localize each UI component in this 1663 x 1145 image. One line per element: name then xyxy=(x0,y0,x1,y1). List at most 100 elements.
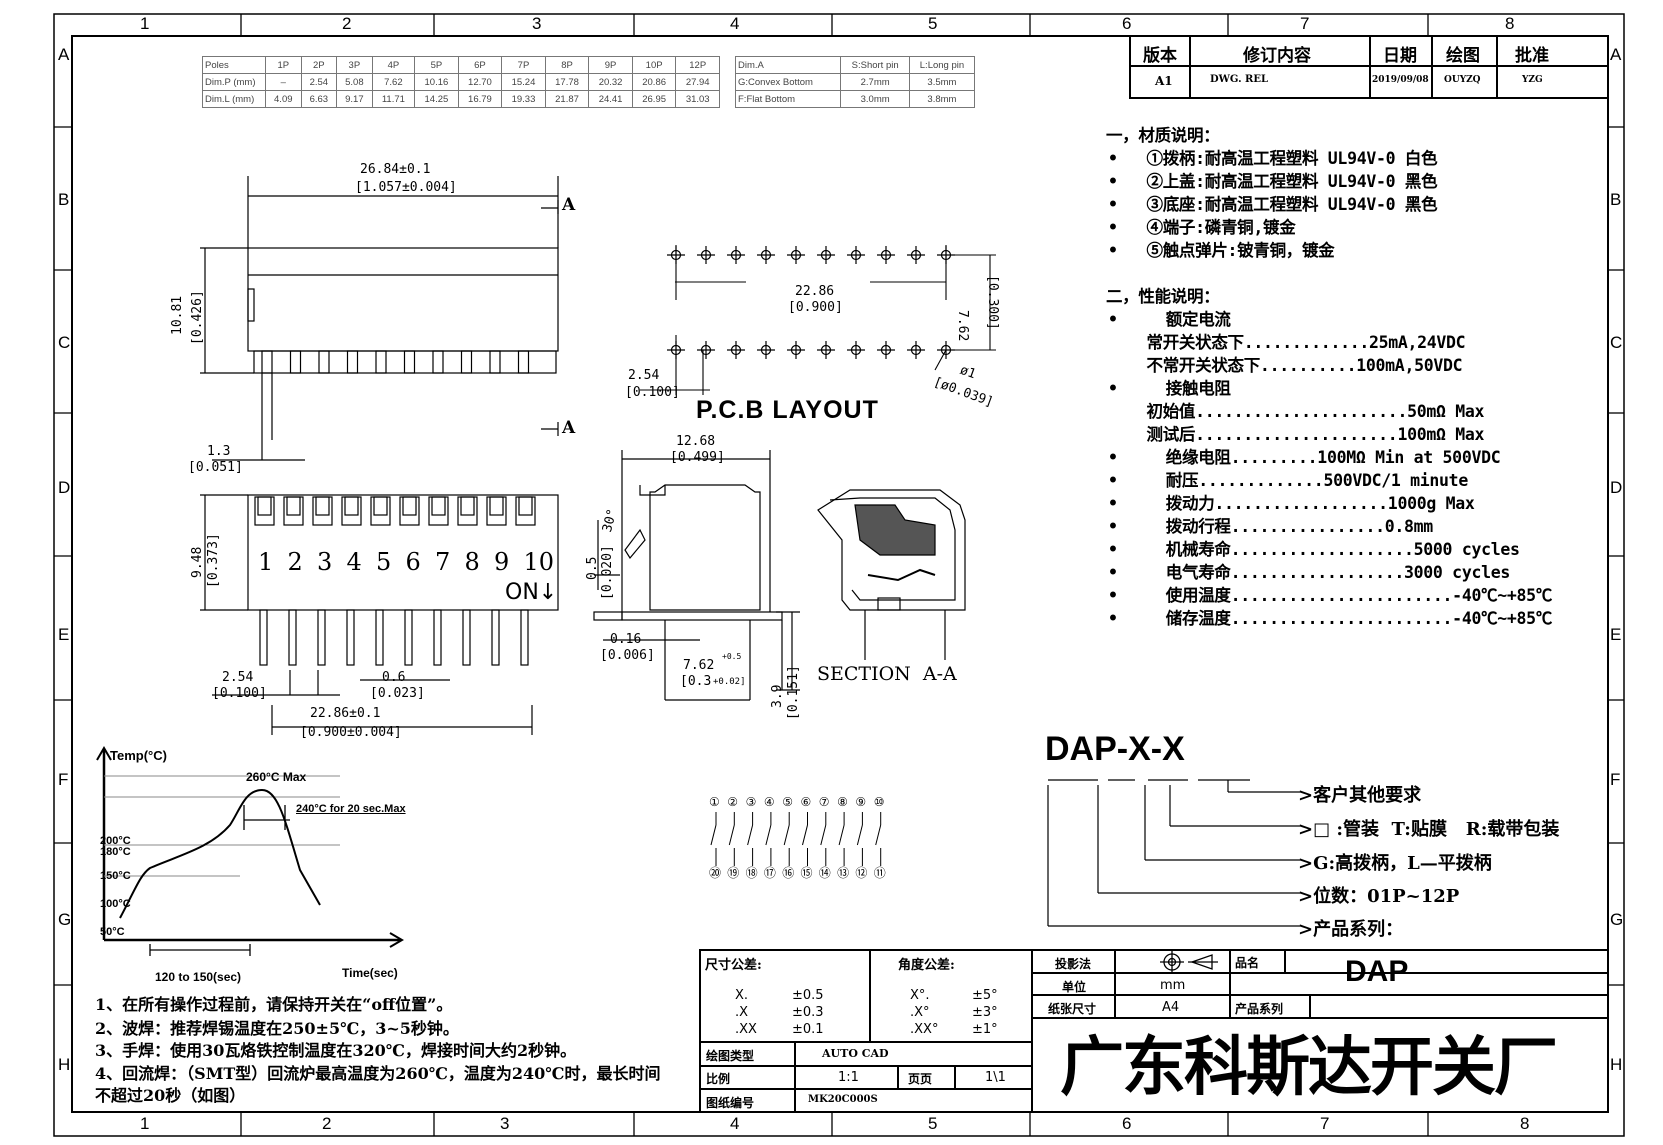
size-tol-x2: .XX xyxy=(735,1022,757,1037)
performance-item: 初始值......................50mΩ Max xyxy=(1108,402,1485,421)
top-pitch-dim-in: [0.100] xyxy=(212,686,267,701)
rev-header-drawn: 绘图 xyxy=(1446,46,1480,66)
company-name: 广东科斯达开关厂 xyxy=(1060,1031,1558,1105)
unit-value: mm xyxy=(1160,978,1186,993)
switch-contact xyxy=(802,824,808,846)
rev-date: 2019/09/08 xyxy=(1372,75,1429,85)
front-view-outline xyxy=(200,176,559,461)
angle-tol-x1: .X° xyxy=(910,1005,930,1020)
table-cell: 6.63 xyxy=(300,90,338,108)
table-cell: 10P xyxy=(631,56,677,74)
side-row-dim: 7.62 xyxy=(683,658,715,673)
performance-item: • 拨动行程................0.8mm xyxy=(1108,517,1433,536)
zone-row-e-right: E xyxy=(1610,625,1622,644)
performance-item: • 绝缘电阻.........100MΩ Min at 500VDC xyxy=(1108,448,1501,467)
schematic-pin-bottom: ⑰ xyxy=(763,866,776,880)
projection-symbol xyxy=(1160,951,1218,973)
zone-row-c-left: C xyxy=(58,333,71,352)
table-cell: 26.95 xyxy=(631,90,677,108)
actuator-handle xyxy=(373,496,388,516)
front-height-dim-in: [0.426] xyxy=(190,290,205,345)
pn-opt-series-text: 产品系列： xyxy=(1313,919,1404,940)
side-width-dim-in: [0.499] xyxy=(670,450,725,465)
reflow-level-180: 180°C xyxy=(100,846,131,858)
side-pin-thickness-dim: 0.16 xyxy=(610,632,642,647)
front-pin-body xyxy=(489,350,501,374)
top-pin xyxy=(259,609,268,666)
side-pin-length-dim: 3.9 xyxy=(770,684,785,708)
side-width-dim: 12.68 xyxy=(676,434,716,449)
size-tol-x1-val: ±0.3 xyxy=(792,1005,824,1020)
zone-row-h-left: H xyxy=(58,1055,71,1074)
section-mark-bottom: A xyxy=(562,418,576,438)
size-tol-x2-val: ±0.1 xyxy=(792,1022,824,1037)
zone-col-5-bottom: 5 xyxy=(928,1114,938,1133)
zone-col-1-bottom: 1 xyxy=(140,1114,150,1133)
table-cell: Dim.L (mm) xyxy=(202,90,266,108)
zone-row-d-right: D xyxy=(1610,478,1623,497)
note-1: 1、在所有操作过程前，请保持开关在“off位置”。 xyxy=(95,995,453,1014)
front-pin-body xyxy=(261,350,273,374)
actuator-handle xyxy=(286,496,301,516)
switch-contact xyxy=(856,824,863,846)
table-cell: 6P xyxy=(457,56,503,74)
zone-col-5-top: 5 xyxy=(928,14,938,33)
switch-contact xyxy=(783,824,790,846)
top-pin-dim: 0.6 xyxy=(382,670,406,685)
material-item: • ②上盖:耐高温工程塑料 UL94V-0 黑色 xyxy=(1108,172,1438,191)
top-view-outline xyxy=(200,494,559,735)
zone-col-3-bottom: 3 xyxy=(500,1114,510,1133)
zone-row-a-left: A xyxy=(58,45,70,64)
table-cell: – xyxy=(265,73,302,91)
zone-col-4-bottom: 4 xyxy=(730,1114,740,1133)
reflow-level-150: 150°C xyxy=(100,870,131,882)
schematic-pin-top: ⑦ xyxy=(818,795,830,809)
rev-header-approved: 批准 xyxy=(1515,46,1549,66)
top-span-dim: 22.86±0.1 xyxy=(310,706,381,721)
zone-row-e-left: E xyxy=(58,625,70,644)
schematic-pin-top: ⑨ xyxy=(855,795,867,809)
size-tol-x1: .X xyxy=(735,1005,749,1020)
table-cell: 3.5mm xyxy=(908,73,976,91)
switch-contact xyxy=(838,824,845,846)
top-pin xyxy=(433,609,442,666)
schematic-pin-bottom: ⑬ xyxy=(837,866,850,880)
pcb-span-dim-in: [0.900] xyxy=(788,300,843,315)
switch-contact xyxy=(875,824,882,846)
top-pin xyxy=(520,609,529,666)
table-cell: 10.16 xyxy=(414,73,459,91)
table-cell: 8P xyxy=(544,56,590,74)
pcb-layout-title: P.C.B LAYOUT xyxy=(696,396,879,424)
zone-col-2-top: 2 xyxy=(342,14,352,33)
reflow-level-200: 200°C xyxy=(100,835,131,847)
table-cell: 19.33 xyxy=(501,90,546,108)
angle-tol-x: X°. xyxy=(910,988,930,1003)
switch-contact xyxy=(747,824,754,846)
pn-opt-custom: >客户其他要求 xyxy=(1298,785,1422,806)
top-pitch-dim: 2.54 xyxy=(222,670,254,685)
projection-label: 投影法 xyxy=(1055,957,1092,971)
schematic-pin-bottom: ⑯ xyxy=(782,866,795,880)
table-cell: 21.87 xyxy=(544,90,590,108)
page-label: 页页 xyxy=(908,1072,933,1086)
table-cell: 24.41 xyxy=(588,90,633,108)
side-pin-thickness-dim-in: [0.006] xyxy=(600,648,655,663)
zone-col-1-top: 1 xyxy=(140,14,150,33)
part-number-leaders xyxy=(1047,779,1300,927)
size-tolerance-title: 尺寸公差: xyxy=(705,958,762,973)
side-row-tol-dn: +0.02] xyxy=(713,677,746,687)
software-value: AUTO CAD xyxy=(822,1047,889,1060)
pn-opt-packing: >□ :管装 T:贴膜 R:载带包装 xyxy=(1298,819,1560,840)
performance-item: 测试后.....................100mΩ Max xyxy=(1108,425,1485,444)
front-width-dim: 26.84±0.1 xyxy=(360,162,431,177)
paper-size-value: A4 xyxy=(1162,1000,1180,1015)
reflow-preheat-label: 120 to 150(sec) xyxy=(155,970,242,984)
rev-content: DWG. REL xyxy=(1210,74,1269,85)
